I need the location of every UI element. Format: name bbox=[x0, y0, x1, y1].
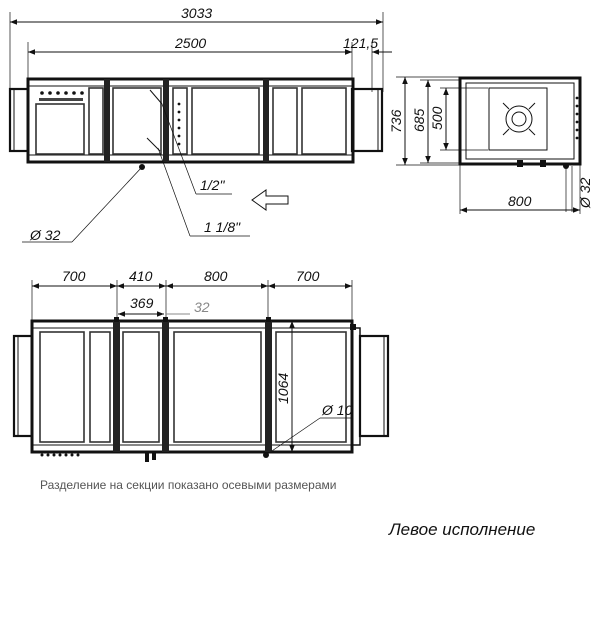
dim-height-overall: 736 bbox=[388, 109, 404, 133]
dim-section-2: 410 bbox=[129, 268, 153, 284]
dim-sub-32: 32 bbox=[194, 299, 210, 315]
unit-body-side bbox=[26, 77, 355, 164]
dim-section-4: 700 bbox=[296, 268, 320, 284]
callout-drain-dia: Ø 32 bbox=[29, 227, 61, 243]
dim-end-width: 800 bbox=[508, 193, 532, 209]
unit-body-end bbox=[458, 76, 582, 166]
dim-section-3: 800 bbox=[204, 268, 228, 284]
callout-pipe-one-eighth: 1 1/8" bbox=[204, 219, 241, 235]
dim-top-height: 1064 bbox=[275, 373, 291, 404]
dim-sub-369: 369 bbox=[130, 295, 154, 311]
dim-overall-length: 3033 bbox=[181, 5, 212, 21]
dim-height-inner: 685 bbox=[411, 108, 427, 132]
section-note: Разделение на секции показано осевыми ра… bbox=[40, 478, 336, 492]
left-spigot bbox=[8, 87, 30, 153]
dim-hole-dia: Ø 10 bbox=[321, 402, 353, 418]
fan-icon bbox=[502, 102, 536, 136]
control-indicators bbox=[39, 91, 84, 101]
dim-end-drain-dia: Ø 32 bbox=[577, 177, 593, 209]
dim-body-length: 2500 bbox=[174, 35, 206, 51]
top-view: 700 410 800 700 369 32 bbox=[12, 268, 390, 462]
version-caption: Левое исполнение bbox=[388, 520, 535, 539]
dim-section-1: 700 bbox=[62, 268, 86, 284]
end-view: 736 685 500 800 bbox=[388, 76, 593, 214]
dim-offset: 121,5 bbox=[343, 35, 378, 51]
dim-height-duct: 500 bbox=[429, 106, 445, 130]
side-view: 3033 2500 121,5 bbox=[8, 5, 392, 243]
airflow-arrow-icon bbox=[251, 189, 289, 211]
callout-pipe-half: 1/2" bbox=[200, 177, 225, 193]
top-left-spigot bbox=[12, 334, 34, 438]
